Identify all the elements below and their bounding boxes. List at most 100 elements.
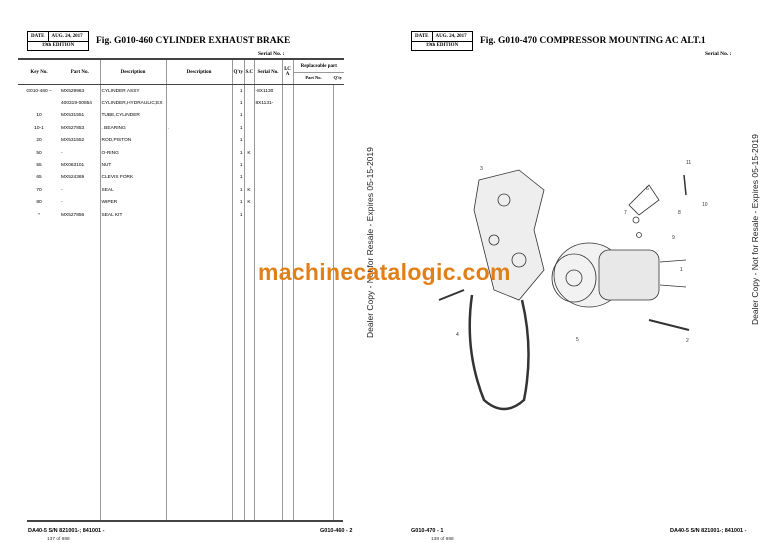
cell-rep-part-no bbox=[292, 134, 333, 147]
cell-ica bbox=[281, 122, 293, 135]
cell-sc bbox=[243, 109, 254, 123]
cell-description-2 bbox=[165, 109, 232, 123]
cell-description-2 bbox=[165, 84, 232, 98]
date-label: DATE bbox=[412, 32, 433, 41]
header-ica: I.C A bbox=[281, 58, 293, 85]
cell-rep-qty bbox=[332, 184, 344, 197]
cell-part-no: 400319-00854 bbox=[61, 101, 92, 107]
cell-part-no: MX527856 bbox=[61, 212, 85, 218]
callout-2: 2 bbox=[686, 338, 689, 344]
dealer-watermark: Dealer Copy - Not for Resale - Expires 0… bbox=[750, 134, 760, 325]
cell-ica bbox=[281, 208, 293, 222]
cell-rep-qty bbox=[332, 97, 344, 110]
cell-ica bbox=[281, 184, 293, 197]
footer-figure: G010-470 - 1 bbox=[411, 528, 444, 534]
serial-label: Serial No. : bbox=[705, 51, 732, 57]
cell-qty: 1 bbox=[231, 159, 244, 172]
cell-description: ROD,PISTON bbox=[99, 134, 166, 147]
figure-title: Fig. G010-470 COMPRESSOR MOUNTING AC ALT… bbox=[480, 36, 706, 46]
cell-description-2 bbox=[165, 134, 232, 147]
header-sc: S.C bbox=[243, 58, 254, 85]
site-watermark: machinecatalogic.com bbox=[258, 259, 511, 285]
filler-cell bbox=[253, 221, 282, 522]
cell-qty: 1 bbox=[231, 171, 244, 185]
filler-cell bbox=[292, 221, 333, 522]
cell-key-no: 50 bbox=[36, 150, 42, 156]
cell-sc bbox=[243, 122, 254, 135]
cell-ica bbox=[281, 109, 293, 123]
cell-description: O-RING bbox=[99, 146, 166, 160]
callout-8: 8 bbox=[678, 210, 681, 216]
cell-rep-part-no bbox=[292, 184, 333, 197]
cell-rep-part-no bbox=[292, 122, 333, 135]
cell-sc bbox=[243, 208, 254, 222]
cell-part-no: - bbox=[61, 150, 63, 156]
cell-key-no: 65 bbox=[36, 175, 42, 181]
cell-part-no: MX524369 bbox=[61, 175, 85, 181]
cell-rep-qty bbox=[332, 122, 344, 135]
filler-cell bbox=[231, 221, 244, 522]
date-value: AUG. 24, 2017 bbox=[51, 34, 83, 39]
cell-rep-qty bbox=[332, 159, 344, 172]
cell-key-no: G010-460 – bbox=[26, 88, 52, 94]
cell-description: CYLINDER ASSY bbox=[99, 84, 166, 98]
header-description-2: Description bbox=[165, 58, 232, 85]
cell-sc: K bbox=[243, 196, 254, 209]
cell-ica bbox=[281, 146, 293, 160]
cell-description: NUT bbox=[99, 159, 166, 172]
table-filler bbox=[18, 221, 344, 522]
header-qty: Q'ty bbox=[231, 58, 244, 85]
cell-description: CYLINDER,HYDRAULIC;EX bbox=[99, 97, 166, 110]
callout-4: 4 bbox=[456, 332, 459, 338]
filler-cell bbox=[60, 221, 100, 521]
footer-model: DA40-5 S/N 821001-; 841001 - bbox=[28, 528, 105, 534]
header-replaceable: Replaceable part bbox=[293, 61, 344, 73]
cell-description: CLEVIS FORK bbox=[99, 171, 166, 185]
filler-cell bbox=[18, 221, 60, 521]
cell-part-no: MX527853 bbox=[61, 125, 85, 131]
footer-model: DA40-5 S/N 821001-; 841001 - bbox=[670, 528, 747, 534]
header-serial: Serial No. bbox=[253, 58, 282, 85]
dealer-watermark: Dealer Copy - Not for Resale - Expires 0… bbox=[365, 147, 375, 338]
cell-key-no: 80 bbox=[36, 200, 42, 206]
header-part-no: Part No. bbox=[60, 58, 100, 85]
cell-description-2 bbox=[165, 208, 232, 222]
cell-description: . BEARING bbox=[99, 122, 166, 135]
cell-part-no: MX063101 bbox=[61, 163, 85, 169]
date-value: AUG. 24, 2017 bbox=[435, 34, 467, 39]
cell-description: WIPER bbox=[99, 196, 166, 209]
cell-rep-part-no bbox=[292, 109, 333, 123]
cell-sc: K bbox=[243, 146, 254, 160]
cell-rep-part-no bbox=[292, 97, 333, 110]
callout-3: 3 bbox=[480, 166, 483, 172]
cell-key-no: 10 bbox=[36, 113, 42, 119]
header-rep-qty: Q'ty bbox=[333, 75, 343, 80]
cell-ica bbox=[281, 84, 293, 98]
cell-qty: 1 bbox=[231, 134, 244, 147]
cell-rep-qty bbox=[332, 208, 344, 222]
cell-description-2 bbox=[165, 97, 232, 110]
callout-6: 6 bbox=[646, 186, 649, 192]
cell-ica bbox=[281, 196, 293, 209]
cell-rep-qty bbox=[332, 196, 344, 209]
cell-sc: K bbox=[243, 184, 254, 197]
cell-rep-part-no bbox=[292, 159, 333, 172]
cell-description-2 bbox=[165, 171, 232, 185]
cell-rep-part-no bbox=[292, 171, 333, 185]
cell-serial-no: -8X1130 bbox=[253, 84, 282, 98]
cell-description-2 bbox=[165, 146, 232, 160]
cell-qty: 1 bbox=[231, 146, 244, 160]
cell-ica bbox=[281, 97, 293, 110]
cell-part-no: MX531552 bbox=[61, 138, 85, 144]
date-label: DATE bbox=[28, 32, 49, 41]
callout-7: 7 bbox=[624, 210, 627, 216]
